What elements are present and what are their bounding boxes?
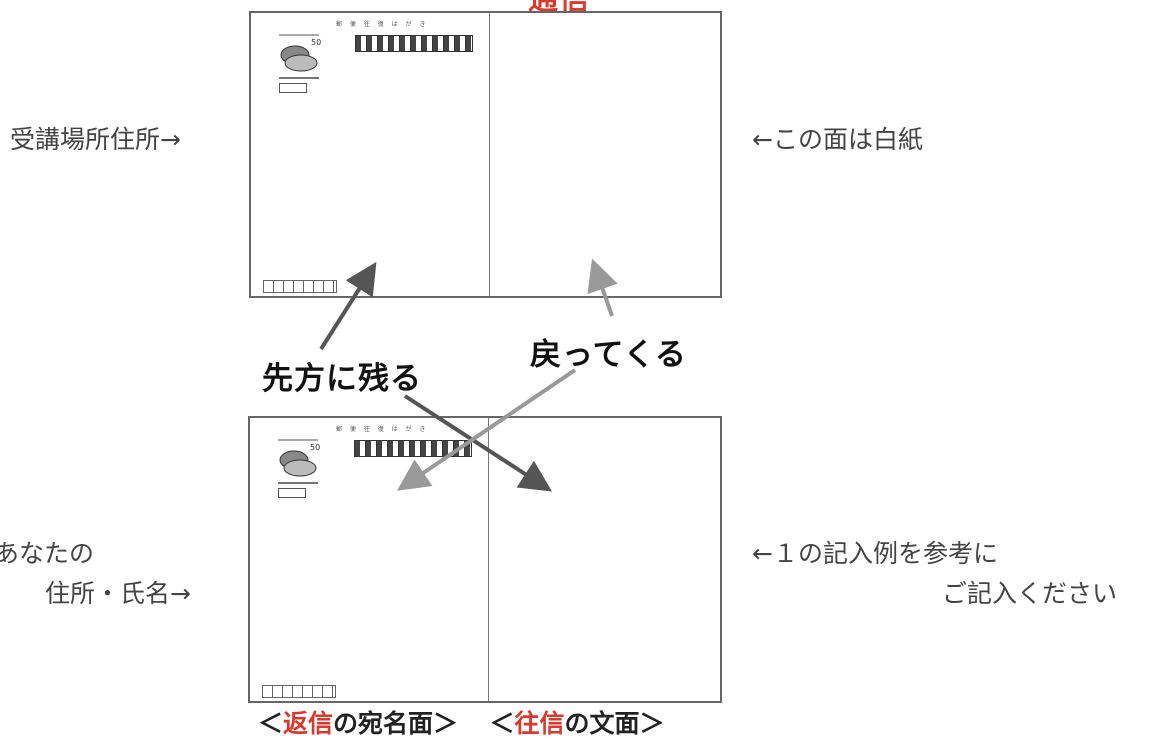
label-your-address-name: 住所・氏名→ <box>45 579 191 608</box>
postal-code-boxes <box>355 35 473 52</box>
sender-postal-boxes <box>263 280 337 293</box>
sender-postal-boxes <box>262 685 336 698</box>
svg-text:50: 50 <box>310 443 320 452</box>
caption-open-2: ＜ <box>489 709 515 738</box>
caption-open-1: ＜ <box>258 709 284 738</box>
caption-address-side: の宛名面＞ <box>333 709 459 738</box>
label-your-line1: あなたの <box>0 539 95 568</box>
caption-outgoing: 往信 <box>514 709 565 738</box>
label-please-fill: ご記入ください <box>942 579 1118 608</box>
postal-code-boxes <box>354 440 472 457</box>
card-divider <box>489 13 490 296</box>
stamp-icon: 50 <box>279 34 321 79</box>
label-venue-address: 受講場所住所→ <box>10 125 181 154</box>
label-remain-at-recipient: 先方に残る <box>262 361 422 397</box>
bottom-caption: ＜返信の宛名面＞ ＜往信の文面＞ <box>258 704 665 740</box>
small-box <box>279 83 307 93</box>
caption-reply: 返信 <box>283 709 334 738</box>
svg-text:50: 50 <box>311 38 321 47</box>
card-header-text: 郵 便 往 復 は が き <box>336 426 429 433</box>
bottom-postcard: 郵 便 往 復 は が き 50 <box>248 416 722 703</box>
label-refer-example: ←１の記入例を参考に <box>752 539 998 568</box>
card-header-text: 郵 便 往 復 は が き <box>336 21 429 28</box>
caption-message-side: の文面＞ <box>564 709 665 738</box>
top-postcard: 郵 便 往 復 は が き 50 <box>249 11 722 298</box>
label-blank-side: ←この面は白紙 <box>752 125 923 154</box>
label-comes-back: 戻ってくる <box>530 337 687 373</box>
small-box <box>278 488 306 498</box>
stamp-icon: 50 <box>278 439 320 484</box>
card-divider <box>488 418 489 701</box>
